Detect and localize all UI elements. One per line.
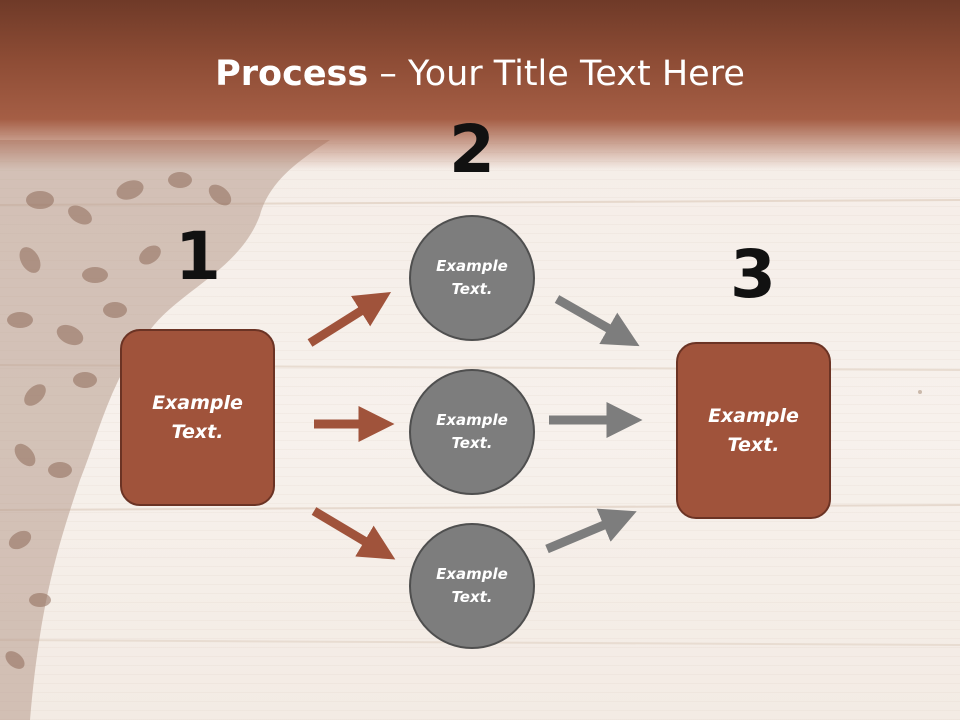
step-1-line2: Text.: [171, 420, 224, 443]
step-number-2: 2: [449, 111, 495, 188]
circle-middle-line1: Example: [436, 411, 508, 429]
step-3-box: Example Text.: [676, 342, 831, 519]
arrow-1-to-top: [307, 292, 392, 347]
step-1-box: Example Text.: [120, 329, 275, 506]
arrow-top-to-3: [554, 295, 640, 347]
step-2-circle-top: Example Text.: [409, 215, 535, 341]
circle-top-line1: Example: [436, 257, 508, 275]
step-1-line1: Example: [152, 391, 243, 414]
circle-top-line2: Text.: [451, 280, 493, 298]
step-number-3: 3: [730, 236, 776, 313]
circle-bottom-line2: Text.: [451, 588, 493, 606]
step-3-line1: Example: [708, 404, 799, 427]
circle-middle-line2: Text.: [451, 434, 493, 452]
title-bold: Process: [215, 54, 369, 94]
slide-title: Process – Your Title Text Here: [0, 52, 960, 96]
step-3-line2: Text.: [727, 433, 780, 456]
step-number-1: 1: [175, 218, 221, 295]
title-bar: [0, 0, 960, 170]
title-rest: – Your Title Text Here: [368, 54, 745, 94]
arrow-1-to-bottom: [311, 507, 396, 560]
arrow-bottom-to-3: [545, 508, 637, 554]
circle-bottom-line1: Example: [436, 565, 508, 583]
step-2-circle-bottom: Example Text.: [409, 523, 535, 649]
step-2-circle-middle: Example Text.: [409, 369, 535, 495]
coffee-beans-decoration: [0, 140, 330, 720]
